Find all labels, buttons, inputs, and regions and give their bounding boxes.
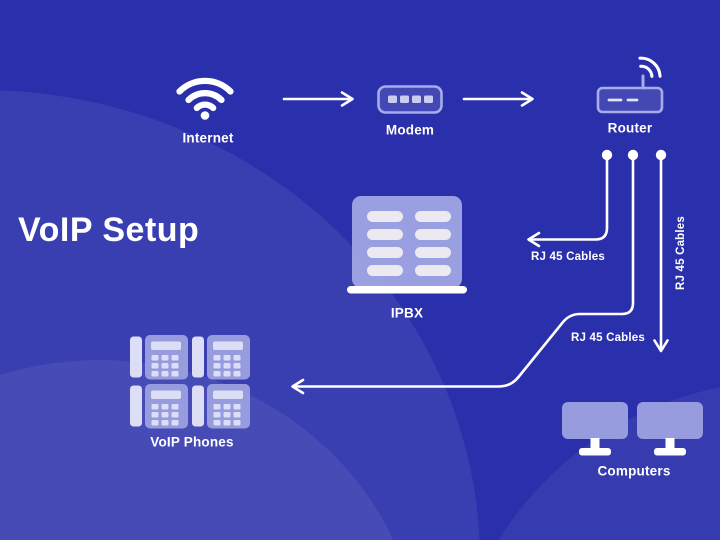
computers-icons bbox=[562, 402, 703, 456]
desk-phone-icon bbox=[192, 335, 250, 380]
router-label: Router bbox=[607, 120, 653, 136]
monitor-icon bbox=[637, 402, 703, 456]
modem-icon bbox=[377, 85, 443, 114]
modem-label: Modem bbox=[385, 122, 435, 138]
router-signal-waves bbox=[638, 56, 662, 78]
desk-phone-icon bbox=[130, 384, 188, 429]
cable-label-router-computers: RJ 45 Cables bbox=[675, 216, 687, 290]
monitor-icon bbox=[562, 402, 628, 456]
ipbx-server-icon bbox=[347, 196, 467, 294]
desk-phone-icon bbox=[130, 335, 188, 380]
cable-label-router-phones: RJ 45 Cables bbox=[571, 332, 645, 344]
voip-phones-label: VoIP Phones bbox=[150, 434, 234, 450]
internet-label: Internet bbox=[182, 130, 234, 146]
computers-label: Computers bbox=[597, 463, 671, 479]
desk-phone-icon bbox=[192, 384, 250, 429]
internet-to-modem-arrow bbox=[282, 91, 354, 107]
wifi-icon bbox=[176, 77, 234, 120]
background-blob-bottom-left bbox=[0, 360, 394, 540]
router-port-dots bbox=[601, 149, 667, 161]
ipbx-label: IPBX bbox=[390, 305, 424, 321]
router-icon bbox=[596, 56, 664, 114]
modem-to-router-arrow bbox=[462, 91, 534, 107]
voip-phones-icons bbox=[130, 335, 250, 429]
cable-label-router-ipbx: RJ 45 Cables bbox=[531, 251, 605, 263]
background-blob-left bbox=[0, 90, 480, 540]
cable-router-to-ipbx bbox=[527, 158, 609, 248]
diagram-title: VoIP Setup bbox=[18, 211, 200, 249]
cable-router-to-voip-phones bbox=[291, 158, 635, 395]
cable-router-to-computers bbox=[653, 158, 669, 353]
